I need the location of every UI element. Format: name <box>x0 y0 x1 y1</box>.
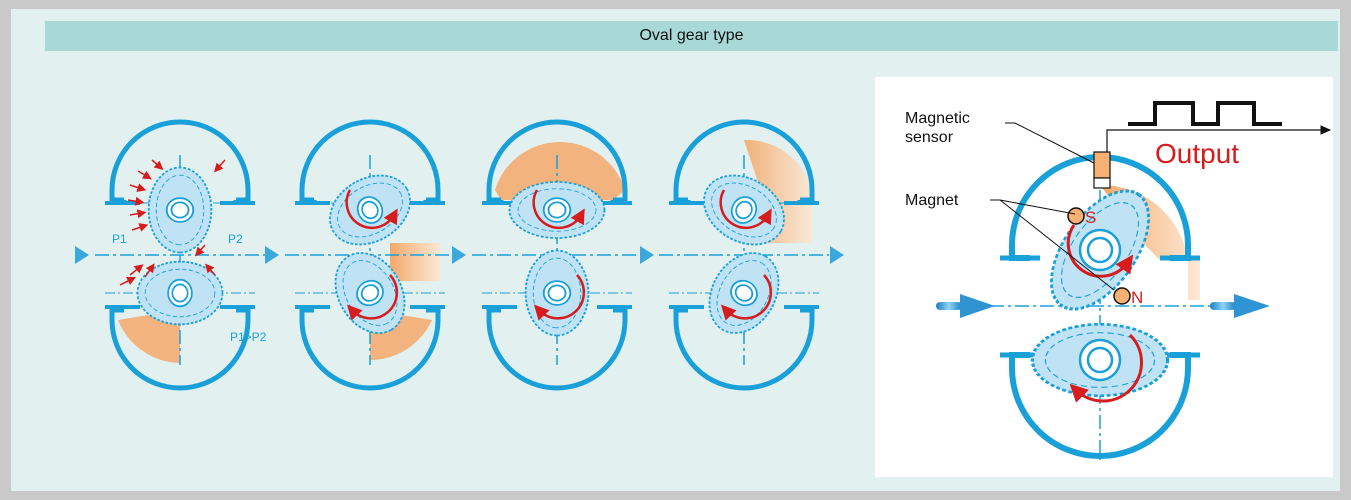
magnetic-sensor-label-line2: sensor <box>905 129 954 146</box>
p1-label: P1 <box>112 232 127 246</box>
flow-arrow-icon <box>265 246 279 264</box>
magnet-s-icon <box>1067 207 1085 225</box>
p2-label: P2 <box>228 232 243 246</box>
stage-1: P1 P2 P1>P2 <box>94 122 267 388</box>
flow-arrow-icon <box>75 246 89 264</box>
stage-4 <box>658 122 830 388</box>
detail-view: S N <box>990 151 1210 460</box>
magnetic-sensor-icon <box>1093 151 1111 179</box>
output-pulse-waveform <box>1128 101 1282 126</box>
pressure-relation-label: P1>P2 <box>230 330 267 344</box>
magnet-n-icon <box>1113 287 1131 305</box>
magnetic-sensor-label-line1: Magnetic <box>905 110 970 127</box>
pole-n-label: N <box>1131 288 1143 307</box>
flow-arrow-icon <box>830 246 844 264</box>
flow-arrow-icon <box>640 246 654 264</box>
outlet-flow-arrow-icon <box>1210 294 1270 318</box>
stage-2 <box>284 122 456 388</box>
pole-s-label: S <box>1085 208 1096 227</box>
magnet-label: Magnet <box>905 192 959 209</box>
output-label: Output <box>1155 138 1239 169</box>
stage-3 <box>471 122 643 388</box>
page-title: Oval gear type <box>45 21 1338 51</box>
inlet-flow-arrow-icon <box>936 294 995 318</box>
flow-arrow-icon <box>452 246 466 264</box>
